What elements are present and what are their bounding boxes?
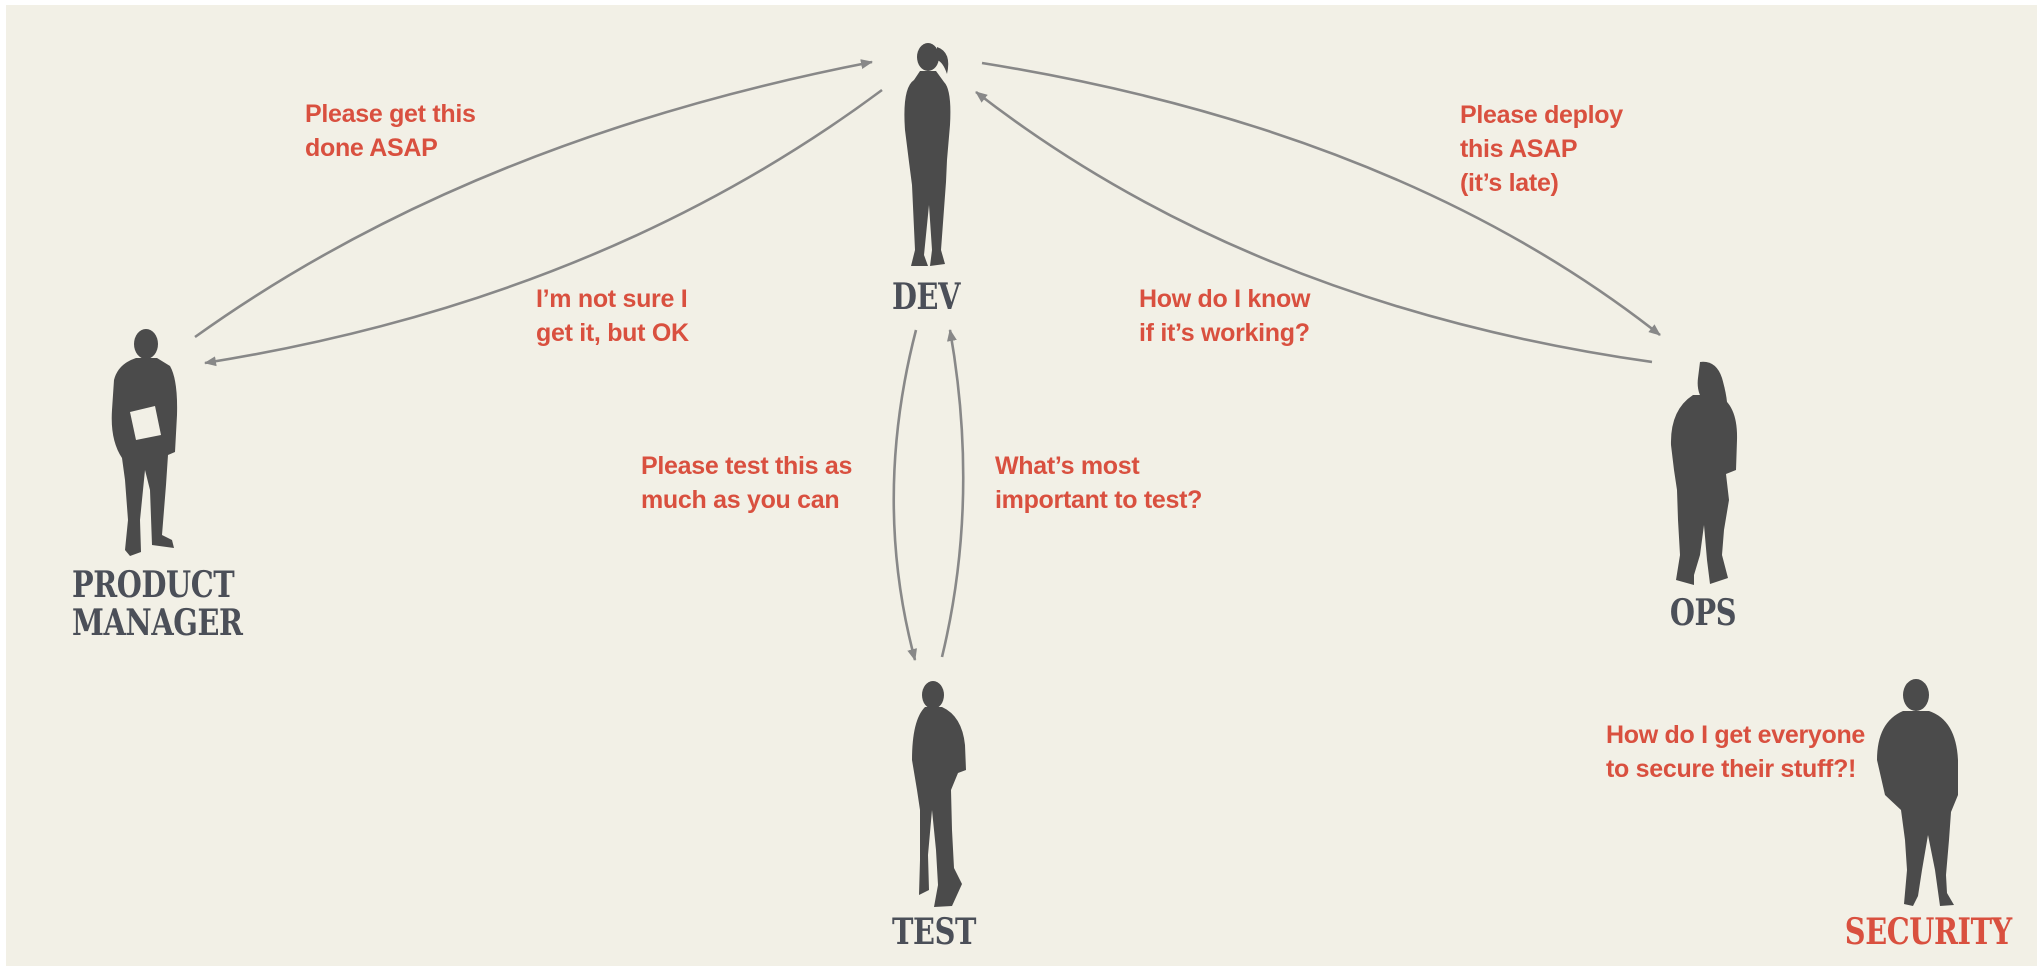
role-label-product-manager: PRODUCT MANAGER xyxy=(72,564,243,644)
message-ops-to-dev: How do I know if it’s working? xyxy=(1139,285,1311,347)
test-figure xyxy=(912,681,966,907)
security-figure xyxy=(1877,679,1958,906)
person-silhouette-icon xyxy=(922,681,944,709)
role-label-test: TEST xyxy=(891,911,976,953)
message-dev-to-test: Please test this as much as you can xyxy=(641,452,853,514)
person-silhouette-icon xyxy=(1697,361,1727,404)
arrow-dev-to-ops xyxy=(981,61,1661,337)
arrow-dev-to-pm xyxy=(204,88,883,367)
person-silhouette-icon xyxy=(1903,679,1929,711)
arrow-pm-to-dev xyxy=(194,59,873,339)
ops-figure xyxy=(1670,361,1738,585)
person-silhouette-icon xyxy=(917,43,939,71)
arrow-ops-to-dev xyxy=(975,90,1653,364)
role-label-security: SECURITY xyxy=(1844,911,2012,953)
message-pm-to-dev: Please get this done ASAP xyxy=(305,100,476,162)
dev-figure xyxy=(904,43,951,266)
role-label-dev: DEV xyxy=(891,276,961,318)
role-label-ops: OPS xyxy=(1669,592,1737,634)
message-security-thought: How do I get everyone to secure their st… xyxy=(1606,721,1866,783)
message-dev-to-ops: Please deploy this ASAP (it’s late) xyxy=(1460,101,1623,197)
message-test-to-dev: What’s most important to test? xyxy=(995,452,1203,514)
arrow-test-to-dev xyxy=(940,329,965,658)
product-manager-figure xyxy=(111,329,178,556)
person-silhouette-icon xyxy=(134,329,158,359)
arrow-dev-to-test xyxy=(892,329,918,661)
message-dev-to-pm: I’m not sure I get it, but OK xyxy=(536,285,689,347)
